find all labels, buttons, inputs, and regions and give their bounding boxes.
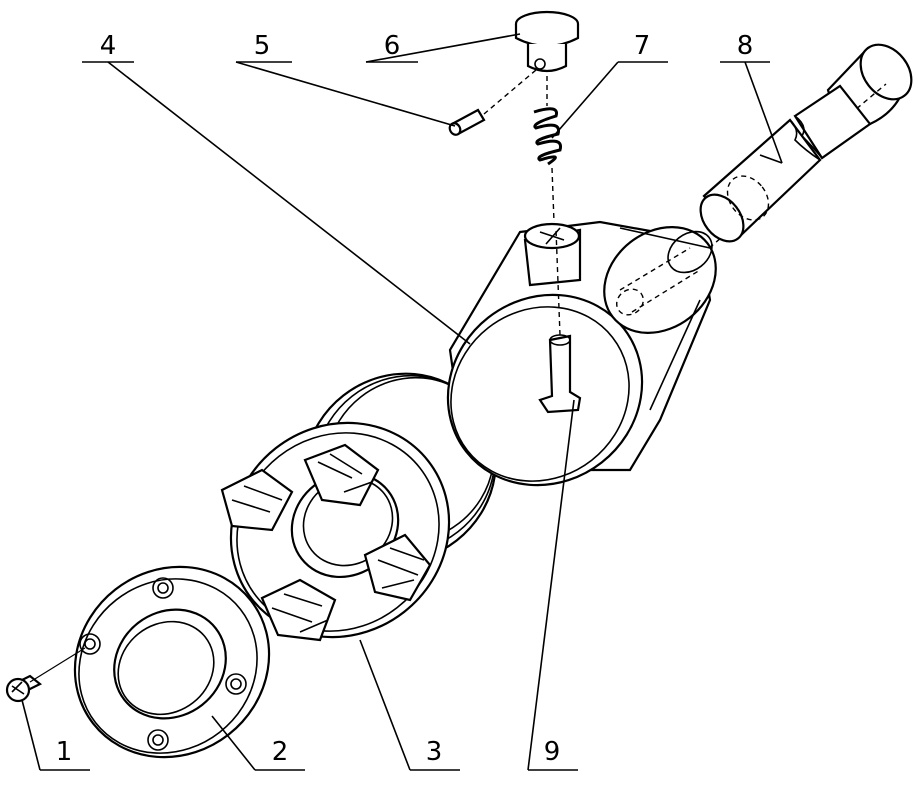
chaser-right: [363, 533, 432, 602]
label-part-7: 7: [634, 31, 651, 61]
label-part-5: 5: [254, 31, 271, 61]
part-7-spring: [533, 76, 563, 223]
label-part-4: 4: [100, 31, 117, 61]
chaser-top: [303, 443, 380, 507]
part-labels: 1 2 3 4 5 6 7 8 9: [56, 31, 754, 767]
part-3-die-head: [220, 372, 497, 642]
part-1-screw: [5, 647, 86, 703]
label-part-8: 8: [737, 31, 754, 61]
label-part-9: 9: [544, 737, 561, 767]
part-6-knob: [514, 10, 580, 73]
label-part-6: 6: [384, 31, 401, 61]
part-5-small-pin: [448, 69, 537, 136]
leader-lines: [21, 33, 783, 771]
cover-screw-holes: [79, 577, 247, 751]
part-4-housing: [446, 220, 717, 487]
chaser-left: [220, 468, 294, 532]
part-8-handle: [699, 43, 913, 243]
chaser-bottom: [260, 578, 337, 642]
label-part-2: 2: [272, 737, 289, 767]
part-9-pin: [538, 229, 582, 414]
label-part-1: 1: [56, 737, 73, 767]
part-2-cover-plate: [73, 565, 271, 759]
label-part-3: 3: [426, 737, 443, 767]
